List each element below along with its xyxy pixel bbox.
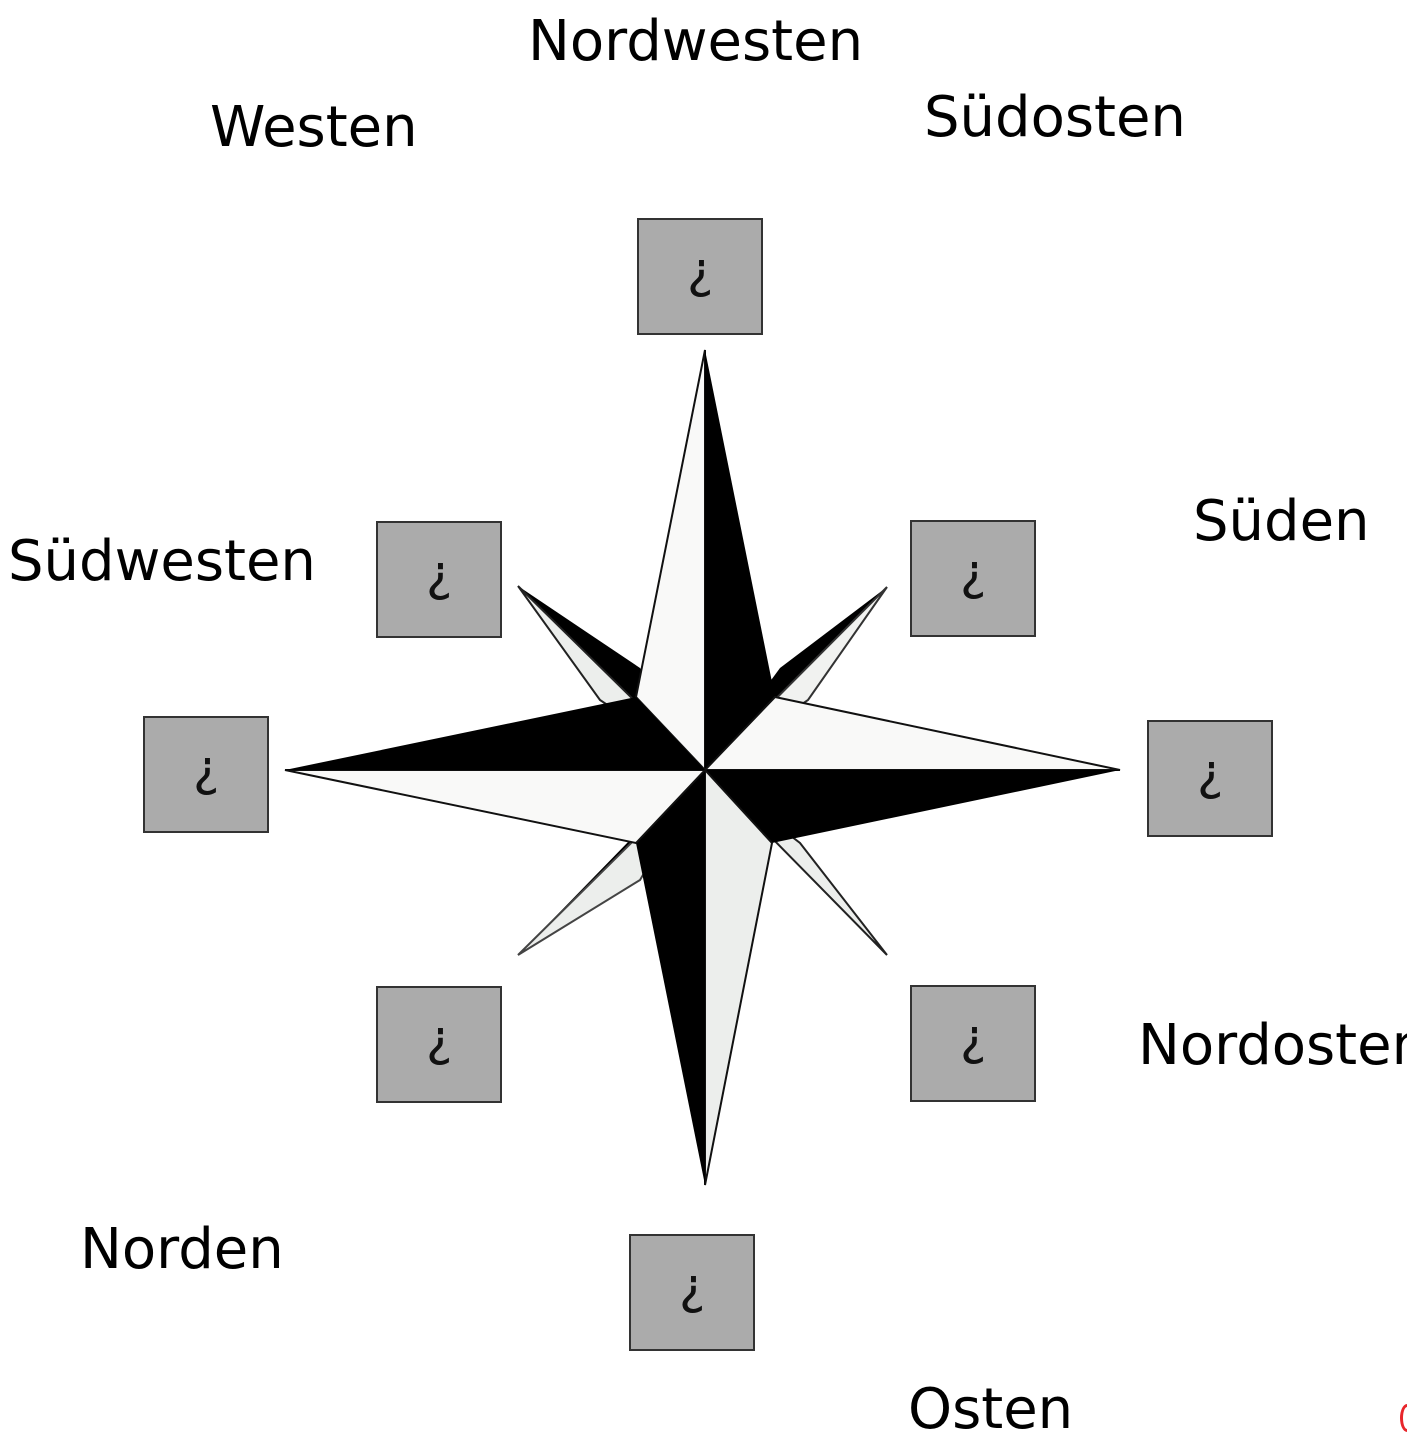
answer-box-southeast[interactable]: ?: [910, 985, 1036, 1102]
star-point-w-light: [285, 770, 705, 843]
star-point-e-light: [705, 697, 1120, 770]
question-mark: ?: [426, 555, 453, 605]
word-sueden[interactable]: Süden: [1193, 494, 1370, 550]
answer-box-east[interactable]: ?: [1147, 720, 1273, 837]
answer-box-north[interactable]: ?: [637, 218, 763, 335]
word-nordosten[interactable]: Nordosten: [1138, 1018, 1407, 1074]
question-mark: ?: [1197, 754, 1224, 804]
word-westen[interactable]: Westen: [210, 100, 418, 156]
answer-box-northeast[interactable]: ?: [910, 520, 1036, 637]
question-mark: ?: [960, 1019, 987, 1069]
corner-mark-icon: [1400, 1404, 1407, 1432]
word-suedosten[interactable]: Südosten: [924, 90, 1186, 146]
star-point-s-light: [705, 770, 772, 1185]
answer-box-southwest[interactable]: ?: [376, 986, 502, 1103]
answer-box-south[interactable]: ?: [629, 1234, 755, 1351]
star-point-w-dark: [285, 697, 705, 770]
answer-box-west[interactable]: ?: [143, 716, 269, 833]
word-osten[interactable]: Osten: [908, 1382, 1073, 1437]
question-mark: ?: [679, 1268, 706, 1318]
question-mark: ?: [426, 1020, 453, 1070]
question-mark: ?: [687, 252, 714, 302]
star-point-e-dark: [705, 770, 1120, 843]
question-mark: ?: [193, 750, 220, 800]
question-mark: ?: [960, 554, 987, 604]
word-norden[interactable]: Norden: [80, 1222, 284, 1278]
word-nordwesten[interactable]: Nordwesten: [528, 14, 863, 70]
answer-box-northwest[interactable]: ?: [376, 521, 502, 638]
word-suedwesten[interactable]: Südwesten: [8, 534, 316, 590]
star-point-n-light: [636, 350, 705, 770]
